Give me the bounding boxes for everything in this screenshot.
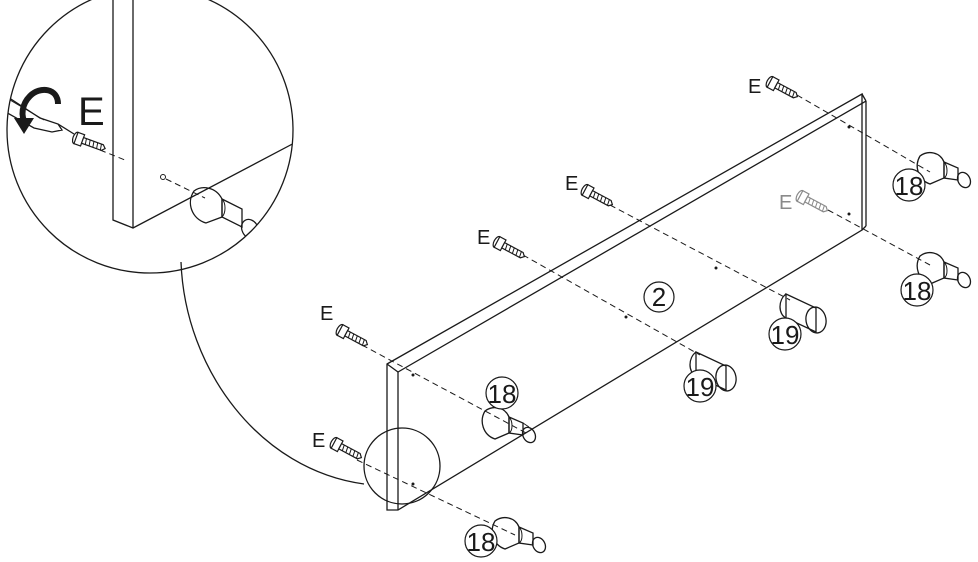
svg-text:18: 18 (903, 276, 932, 306)
screw-label-e-5: E (748, 76, 761, 98)
part-label-19-a: 19 (683, 369, 717, 403)
detail-callout-zoom: E (6, 0, 294, 274)
screw-e-6: E (779, 189, 829, 214)
detail-callout-small-circle (363, 427, 441, 505)
part-label-2: 2 (643, 281, 675, 313)
screw-e-5 (765, 75, 799, 99)
screw-e-2 (329, 436, 363, 460)
part-label-18-a: 18 (485, 376, 519, 410)
screwdriver-icon (7, 91, 75, 135)
svg-text:19: 19 (771, 320, 800, 350)
svg-text:19: 19 (686, 372, 715, 402)
assembly-guide-lines (356, 94, 931, 536)
foot-18-a (481, 406, 537, 444)
screw-label-e-3: E (477, 227, 490, 249)
foot-18-b (491, 516, 547, 554)
part-label-18-b: 18 (464, 524, 498, 558)
curved-arrow-icon (14, 86, 61, 134)
foot-18-c (916, 151, 972, 189)
svg-text:18: 18 (895, 171, 924, 201)
screw-label-e-1: E (320, 303, 333, 325)
svg-text:18: 18 (467, 527, 496, 557)
svg-text:18: 18 (488, 379, 517, 409)
foot-18-d (916, 251, 972, 289)
screw-e-4 (580, 183, 614, 207)
screw-label-e-2: E (312, 430, 325, 452)
part-label-19-b: 19 (768, 317, 802, 351)
screw-e-1 (335, 323, 369, 347)
zoom-screw-label: E (78, 90, 105, 134)
svg-text:2: 2 (652, 282, 666, 312)
part-label-18-c: 18 (892, 168, 926, 202)
knob-19-b (779, 292, 827, 334)
screw-e-3 (492, 235, 526, 259)
panel-part-2 (386, 92, 867, 511)
detail-callout-connector (180, 261, 365, 485)
screw-label-e-4: E (565, 173, 578, 195)
part-label-18-d: 18 (900, 273, 934, 307)
screw-label-e-6: E (779, 192, 792, 214)
